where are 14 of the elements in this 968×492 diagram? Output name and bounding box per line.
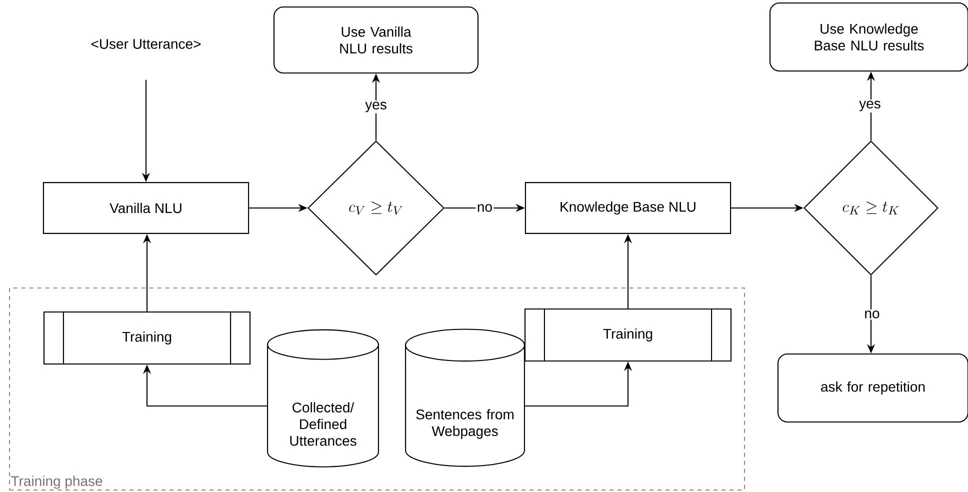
input-text: <User Utterance>	[91, 39, 201, 49]
database-cylinder: Collected/ Defined Utterances	[267, 329, 379, 468]
database-cylinder: Sentences from Webpages	[405, 328, 525, 467]
result-box: Use Knowledge Base NLU results	[769, 2, 968, 72]
process-box: Knowledge Base NLU	[524, 182, 732, 234]
result-box: ask for repetition	[777, 353, 968, 423]
predefined-process-box: Training	[43, 311, 251, 365]
result-box: Use Vanilla NLU results	[273, 6, 479, 74]
edge-label: yes	[858, 99, 882, 113]
edge-label: no	[476, 202, 494, 214]
process-box: Vanilla NLU	[42, 182, 250, 234]
predefined-process-box: Training	[524, 308, 732, 362]
edge-label: no	[862, 309, 882, 320]
edge-label: yes	[364, 100, 388, 114]
